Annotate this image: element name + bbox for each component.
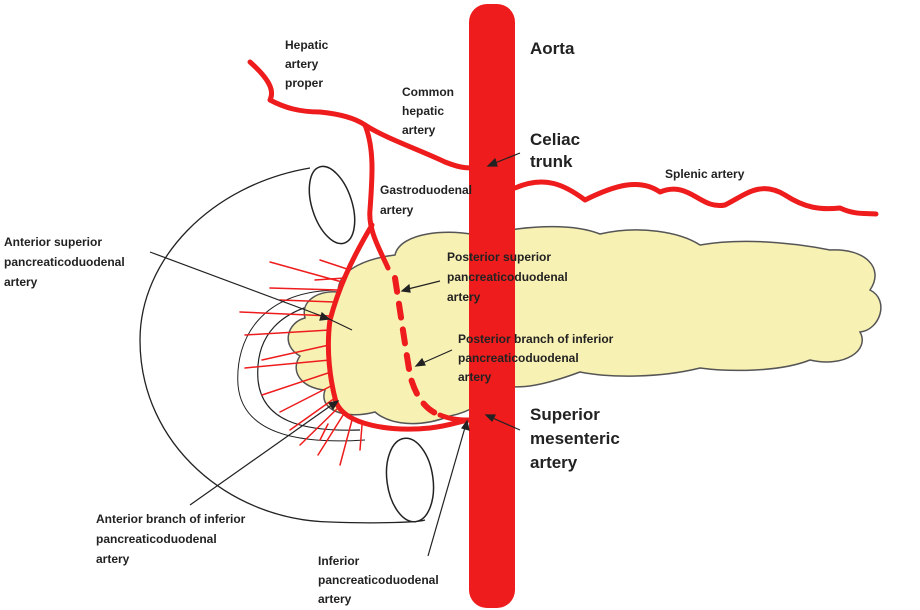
pointer-arrowhead	[328, 400, 340, 411]
pd-branch	[261, 371, 332, 396]
posterior-inferior-pd-artery	[437, 412, 471, 423]
duodenum-outer-loop	[139, 167, 426, 524]
pd-branch	[279, 384, 334, 413]
pointer-arrowhead	[484, 414, 496, 423]
duodenum-upper-cut-end	[308, 165, 356, 245]
aorta	[469, 4, 515, 608]
label-anterior-branch-inferior-pd-artery: Anterior branch of inferior pancreaticod…	[96, 512, 249, 566]
pd-branch	[269, 287, 339, 291]
label-posterior-branch-inferior-pd-artery: Posterior branch of inferior pancreatico…	[458, 332, 617, 384]
pd-branch	[339, 419, 353, 466]
label-splenic-artery: Splenic artery	[665, 167, 745, 181]
label-celiac-trunk: Celiac trunk	[530, 130, 585, 171]
duodenum-lower-cut-end	[385, 437, 435, 523]
pointer-anterior-superior-pd	[149, 251, 328, 319]
label-posterior-superior-pd-artery: Posterior superior pancreaticoduodenal a…	[447, 250, 571, 304]
label-anterior-superior-pd-artery: Anterior superior pancreaticoduodenal ar…	[4, 235, 128, 289]
pointer-arrowhead	[486, 157, 498, 167]
pointer-arrowhead	[414, 357, 426, 367]
pointer-inferior-pd	[427, 423, 467, 557]
pd-branch	[317, 411, 346, 456]
anterior-inferior-pd-artery	[333, 399, 471, 432]
gastroduodenal-artery	[362, 122, 391, 271]
pd-branch	[319, 423, 329, 441]
pointer-anterior-branch-inferior-pd	[189, 401, 337, 506]
splenic-artery	[512, 179, 879, 217]
pd-branch	[279, 299, 335, 303]
pd-branch	[244, 359, 331, 369]
pd-branch	[239, 311, 332, 317]
pd-branch	[244, 329, 331, 336]
label-gastroduodenal-artery: Gastroduodenal artery	[380, 183, 475, 217]
pd-branch	[261, 344, 330, 361]
posterior-superior-pd-artery	[392, 275, 443, 418]
label-inferior-pd-artery: Inferior pancreaticoduodenal artery	[318, 554, 442, 606]
label-aorta: Aorta	[530, 39, 575, 58]
pd-branch	[289, 397, 336, 431]
common-hepatic-artery	[362, 122, 488, 171]
hepatic-artery-proper	[247, 59, 368, 128]
duodenum-inner-loop	[257, 299, 361, 431]
pointer-arrowhead	[319, 311, 331, 321]
pd-branch	[299, 405, 341, 446]
label-common-hepatic-artery: Common hepatic artery	[402, 85, 457, 137]
label-superior-mesenteric-artery: Superior mesenteric artery	[530, 405, 625, 472]
pointer-arrowhead	[400, 283, 411, 293]
duodenum-mid-loop	[237, 289, 366, 442]
pointer-anterior-superior-pd-2	[326, 317, 353, 331]
pancreas	[287, 225, 882, 425]
pointer-arrowhead	[461, 419, 470, 431]
pd-branch	[359, 424, 363, 451]
pd-branch	[319, 259, 351, 271]
label-hepatic-artery-proper: Hepatic artery proper	[285, 38, 332, 90]
pd-branch	[269, 261, 343, 283]
